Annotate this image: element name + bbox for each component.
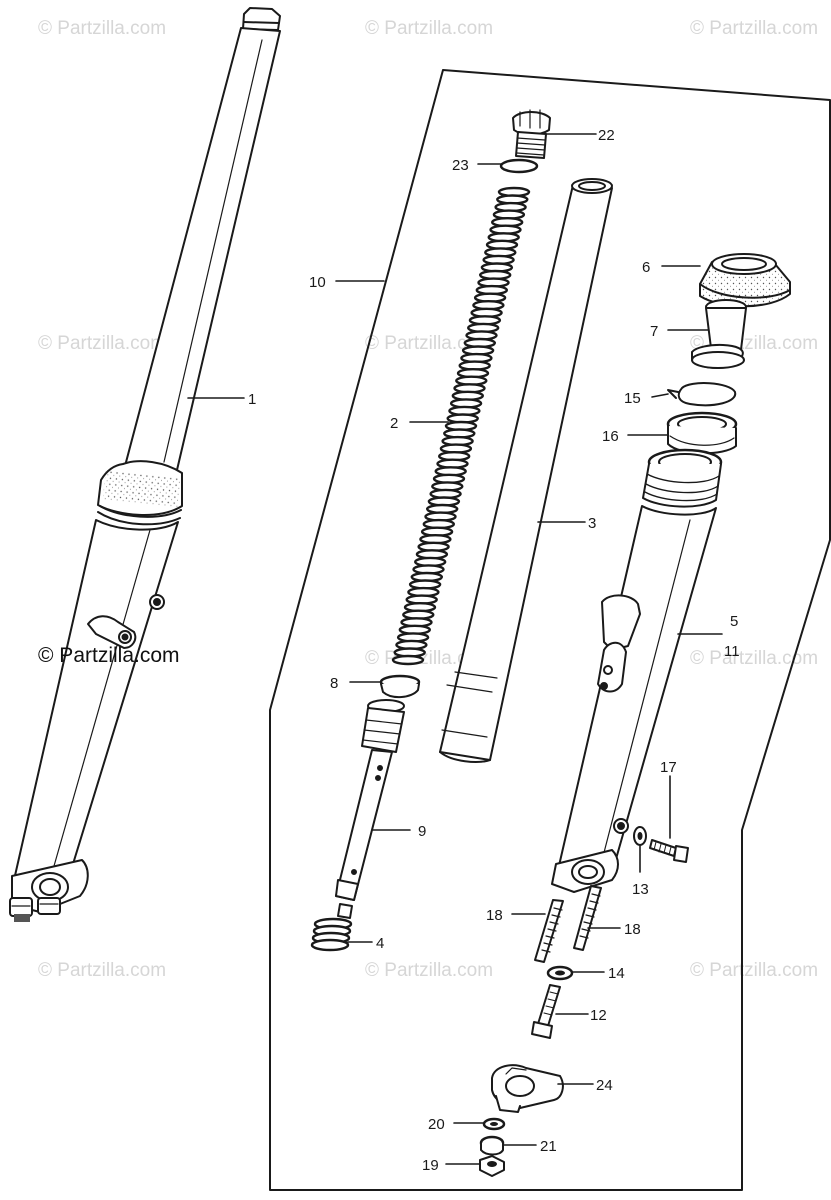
- callout-17: 17: [660, 759, 677, 776]
- callout-19: 19: [422, 1157, 439, 1174]
- leader-lines: [187, 133, 723, 1165]
- callout-5: 5: [730, 613, 738, 630]
- site-credit: © Partzilla.com: [38, 644, 180, 667]
- fork-cover: [699, 253, 791, 308]
- callout-3: 3: [588, 515, 596, 532]
- nut: [479, 1135, 505, 1156]
- callout-23: 23: [452, 157, 469, 174]
- callout-1: 1: [248, 391, 256, 408]
- callout-6: 6: [642, 259, 650, 276]
- watermark: © Partzilla.com: [690, 960, 819, 981]
- washer: [482, 1117, 506, 1131]
- watermark: © Partzilla.com: [690, 648, 819, 669]
- watermark: © Partzilla.com: [690, 18, 819, 39]
- damper-rod: [335, 699, 405, 919]
- nut: [479, 1155, 505, 1177]
- callout-20: 20: [428, 1116, 445, 1133]
- callout-4: 4: [376, 935, 384, 952]
- watermark: © Partzilla.com: [365, 960, 494, 981]
- leader-15: [651, 393, 669, 398]
- fork-tube: [439, 178, 613, 763]
- watermark: © Partzilla.com: [38, 18, 167, 39]
- rebound-spring: [310, 917, 353, 952]
- axle-holder: [491, 1064, 564, 1113]
- stud: [534, 899, 564, 963]
- callout-18a: 18: [486, 907, 503, 924]
- callout-21: 21: [540, 1138, 557, 1155]
- callout-16: 16: [602, 428, 619, 445]
- fork-assembly-complete: [9, 7, 281, 922]
- fork-bolt: [512, 109, 551, 159]
- callout-22: 22: [598, 127, 615, 144]
- fork-slider: [551, 448, 723, 893]
- callout-14: 14: [608, 965, 625, 982]
- callout-7: 7: [650, 323, 658, 340]
- nut: [546, 965, 574, 981]
- watermark: © Partzilla.com: [38, 960, 167, 981]
- oil-seal: [666, 411, 738, 455]
- watermark: © Partzilla.com: [365, 333, 494, 354]
- spring-seat: [379, 674, 421, 698]
- watermark: © Partzilla.com: [38, 333, 167, 354]
- callout-2: 2: [390, 415, 398, 432]
- callout-9: 9: [418, 823, 426, 840]
- callout-13: 13: [632, 881, 649, 898]
- callout-18b: 18: [624, 921, 641, 938]
- bolt: [649, 839, 689, 863]
- stud: [573, 885, 602, 951]
- fork-guide: [691, 299, 747, 369]
- callout-10: 10: [309, 274, 326, 291]
- spring-coil: [391, 654, 425, 666]
- callout-11: 11: [724, 643, 740, 660]
- washer: [633, 826, 647, 846]
- callout-labels: 1 2 3 4 5 11 6 7 8 9 10 12 13 14 15 16 1…: [248, 127, 740, 1174]
- retaining-clip: [667, 382, 737, 407]
- assembly-boundary: [269, 69, 831, 1191]
- o-ring: [499, 158, 539, 174]
- bolt: [531, 984, 561, 1039]
- watermark: © Partzilla.com: [365, 18, 494, 39]
- callout-12: 12: [590, 1007, 607, 1024]
- callout-15: 15: [624, 390, 641, 407]
- callout-24: 24: [596, 1077, 613, 1094]
- callout-8: 8: [330, 675, 338, 692]
- fork-spring: [391, 186, 531, 666]
